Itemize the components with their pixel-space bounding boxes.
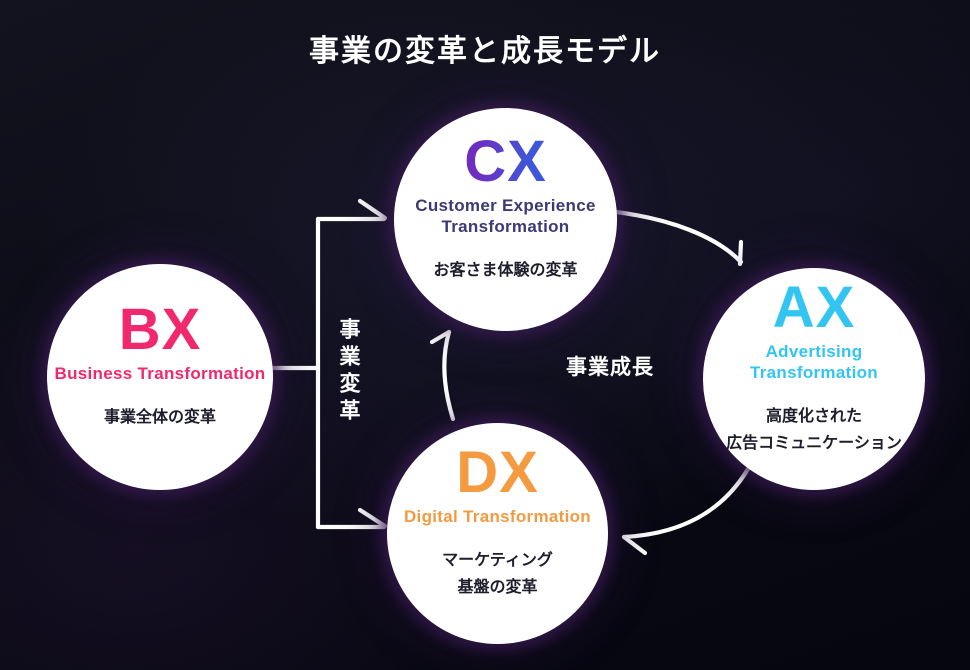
bx-description-line: 事業全体の変革	[103, 409, 216, 427]
arrowhead-cx-to-ax-icon	[737, 239, 744, 267]
ax-description-line: 広告コミュニケーション	[726, 435, 902, 453]
diagram-title: 事業の変革と成長モデル	[309, 35, 661, 68]
arrowhead-ax-to-dx-icon	[621, 534, 648, 556]
bx-circle: BX Business Transformation 事業全体の変革	[47, 264, 273, 490]
dx-name: Digital Transformation	[403, 506, 591, 526]
arrowhead-dx-to-cx-icon	[429, 329, 452, 345]
ax-circle: AX Advertising Transformation 高度化された 広告コ…	[703, 268, 925, 490]
dx-description-line: 基盤の変革	[457, 579, 538, 597]
cx-circle: CX Customer Experience Transformation お客…	[394, 108, 617, 331]
bx-name: Business Transformation	[54, 363, 266, 383]
dx-description: マーケティング 基盤の変革	[442, 547, 553, 601]
ax-description: 高度化された 広告コミュニケーション	[726, 403, 902, 457]
cx-description-line: お客さま体験の変革	[433, 262, 578, 280]
bx-abbr: BX	[118, 296, 202, 362]
ax-description-line: 高度化された	[765, 408, 862, 426]
ax-abbr: AX	[772, 274, 856, 340]
dx-abbr: DX	[456, 439, 539, 505]
arrowhead-to-dx-icon	[357, 507, 388, 529]
business-transform-label: 事業変革	[337, 318, 360, 426]
ax-name: Advertising Transformation	[750, 341, 878, 382]
cx-name: Customer Experience Transformation	[415, 195, 596, 236]
arrow-dx-to-cx	[442, 329, 456, 422]
cx-abbr: CX	[464, 128, 547, 194]
bx-description: 事業全体の変革	[104, 404, 216, 431]
cx-description: お客さま体験の変革	[433, 257, 577, 284]
arrowhead-to-cx-icon	[357, 198, 388, 221]
arrow-ax-to-dx	[621, 466, 751, 540]
dx-description-line: マーケティング	[442, 551, 553, 569]
dx-circle: DX Digital Transformation マーケティング 基盤の変革	[387, 423, 608, 644]
arrow-cx-to-ax	[613, 209, 744, 265]
business-growth-label: 事業成長	[566, 356, 654, 379]
